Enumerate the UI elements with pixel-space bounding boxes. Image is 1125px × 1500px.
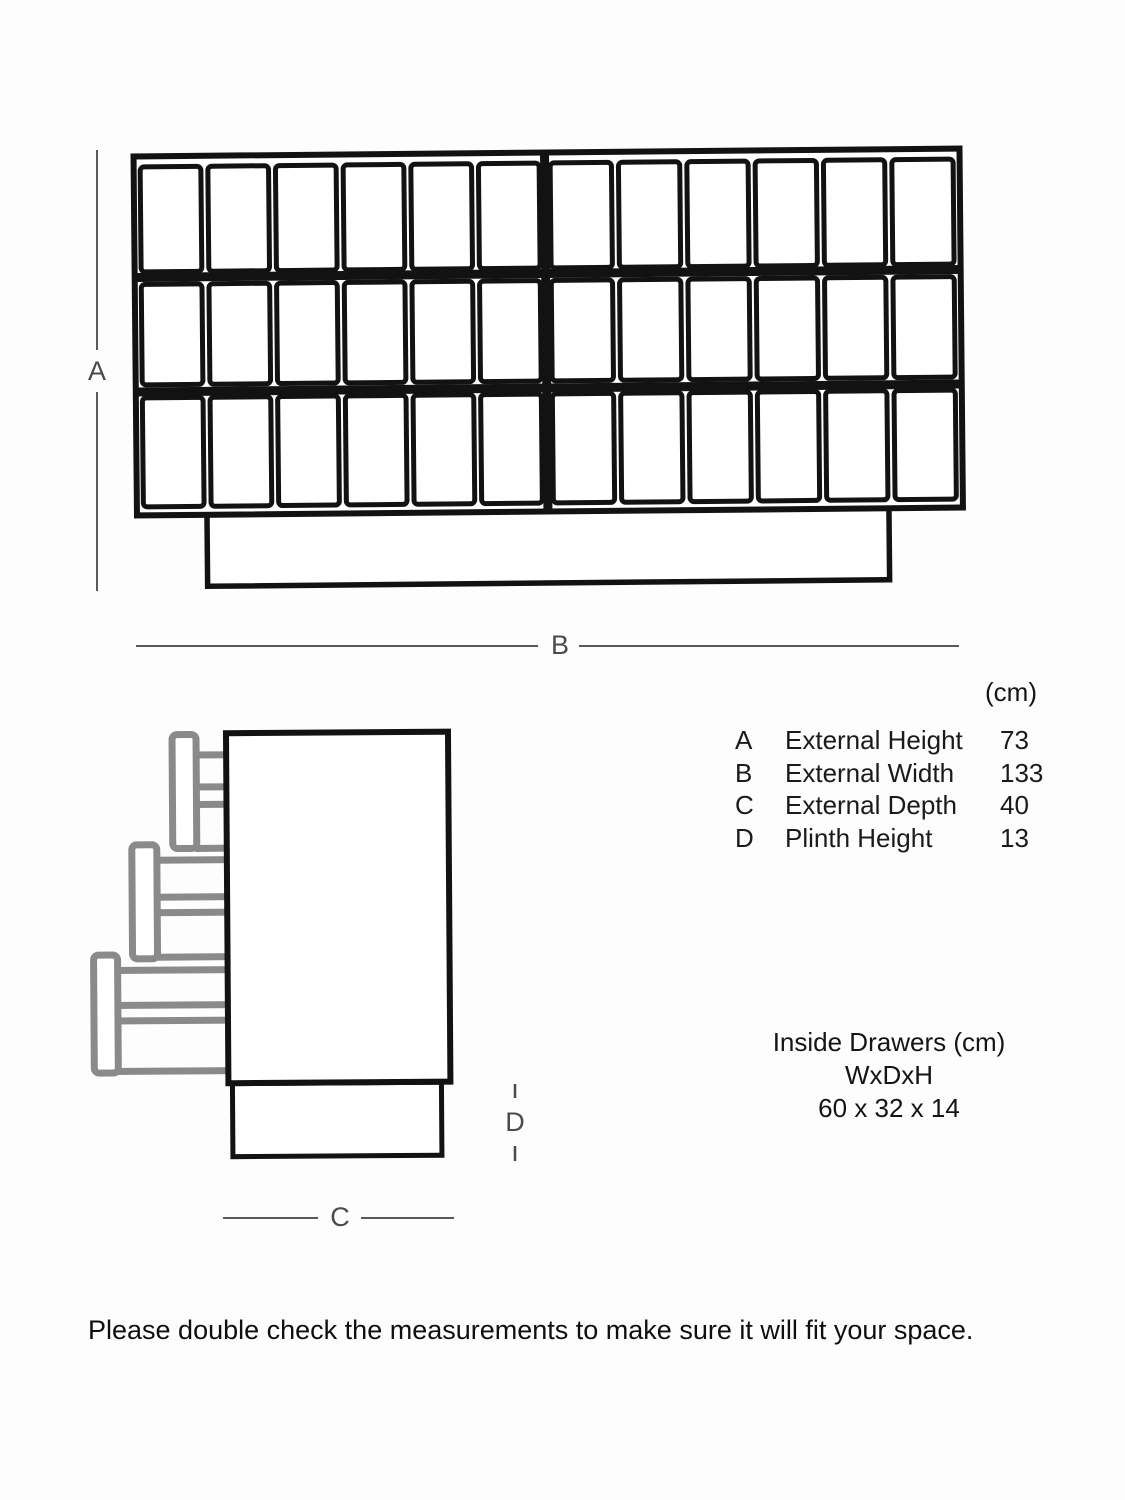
fluted-panel [618,390,686,505]
measurements-table: A External Height 73 B External Width 13… [735,724,1043,854]
fluted-panel [823,388,891,503]
dimension-label-a: A [87,356,106,386]
fluted-panel [820,157,889,268]
table-row: A External Height 73 [735,724,1043,757]
row-letter: A [735,725,753,755]
side-body [222,728,454,1087]
fluted-panel [342,392,410,508]
row-value: 40 [1000,790,1029,820]
fluted-panel [206,280,274,387]
inside-drawers-block: Inside Drawers (cm) WxDxH 60 x 32 x 14 [700,1026,1078,1125]
fluted-panel [684,158,752,270]
drawer [128,841,233,963]
front-view [130,145,966,590]
fluted-panel [341,279,409,386]
fluted-panel [275,393,342,509]
fluted-panel [475,160,543,272]
fluted-panel [139,394,207,510]
fluted-panel [753,275,821,382]
fluted-panel [822,274,890,381]
row-label: Plinth Height [785,822,933,853]
fluted-panel [891,387,959,503]
fluted-panel [274,280,341,387]
drawer-front [128,841,162,963]
fluted-panel [549,390,618,506]
fluted-panel [272,162,340,274]
fluted-panel [408,161,475,272]
fluted-panel [754,388,823,504]
fluted-panel [205,163,272,274]
footer-note: Please double check the measurements to … [88,1315,974,1345]
front-plinth [204,504,893,590]
fluted-panel [207,394,275,509]
fluted-panel [889,156,957,268]
row-value: 133 [1000,757,1044,788]
fluted-panel [547,159,615,271]
door-divider [540,153,553,511]
side-view [90,728,454,1160]
table-row: B External Width 133 [735,757,1043,790]
drawer-front [168,730,201,853]
inside-drawers-size: 60 x 32 x 14 [818,1093,960,1123]
row-letter: D [735,822,754,853]
fluted-panel [138,281,206,388]
table-row: D Plinth Height 13 [735,822,1043,855]
dimension-label-b: B [550,630,569,660]
fluted-panel-grid [137,156,959,510]
side-plinth [229,1079,445,1160]
inside-drawers-title: Inside Drawers (cm) [772,1027,1006,1057]
units-header: (cm) [985,677,1037,707]
fluted-panel [752,157,820,269]
dimension-label-c: C [330,1202,350,1232]
row-label: External Height [785,725,963,755]
fluted-panel [615,159,684,270]
row-letter: B [735,757,753,788]
fluted-panel [340,161,408,273]
fluted-panel [137,163,205,275]
drawer-front [90,951,122,1077]
drawer [168,730,232,853]
row-value: 13 [1000,822,1029,853]
fluted-panel [409,278,477,385]
fluted-panel [548,277,616,384]
fluted-panel [890,274,958,381]
row-letter: C [735,790,754,820]
fluted-panel [685,276,753,383]
fluted-panel [686,389,754,505]
fluted-panel [617,276,685,383]
inside-drawers-format: WxDxH [844,1060,934,1090]
drawer [90,951,233,1077]
fluted-panel [410,392,478,507]
row-label: External Depth [785,790,957,820]
table-row: C External Depth 40 [735,789,1043,822]
fluted-panel [477,278,544,385]
row-label: External Width [785,757,955,788]
fluted-panel [478,391,545,507]
dimension-label-d: D [505,1107,525,1137]
row-value: 73 [1000,725,1029,755]
